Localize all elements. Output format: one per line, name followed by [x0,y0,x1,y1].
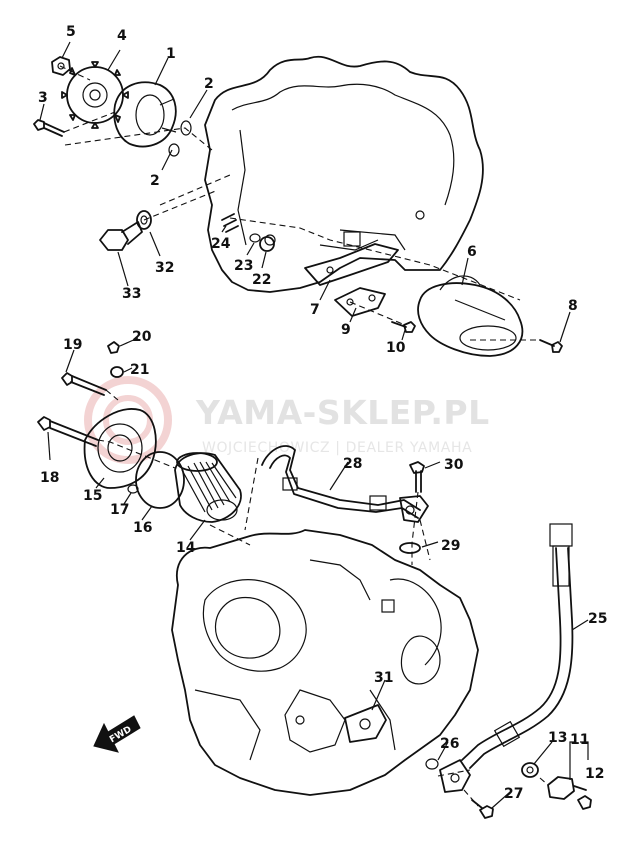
drain-plug-washer [136,210,152,230]
hose-union-nut [577,795,592,810]
part-label-2b: 2 [150,173,160,189]
watermark-title: YAMA-SKLEP.PL [195,393,490,432]
bolt-18 [37,416,99,447]
strainer-gasket [334,287,386,317]
pump-bolt [33,119,65,137]
part-label-6: 6 [467,244,477,260]
part-label-1: 1 [166,46,176,62]
oil-hose [461,523,574,769]
filter-cover [83,408,157,489]
strainer-bracket [304,243,399,286]
part-label-12: 12 [585,766,604,782]
part-label-30: 30 [444,457,464,473]
part-label-5: 5 [66,24,76,40]
washer-21 [110,366,124,378]
part-label-14: 14 [176,540,196,556]
part-label-23: 23 [234,258,253,274]
part-label-20: 20 [132,329,152,345]
upper-crankcase-cover [204,55,484,293]
oil-strainer-cover-assembly [304,243,563,357]
fwd-direction-marker: FWD [93,715,141,753]
oil-pump-body [113,81,177,148]
part-label-15: 15 [83,488,102,504]
drain-plug [99,221,143,251]
hose-o-ring [425,758,439,770]
strainer-cover [417,275,524,357]
oil-hose-assembly [425,523,592,819]
assembly-lines [59,65,549,807]
pump-nut [51,56,71,76]
filter-cover-bolts [37,341,124,447]
oil-filter-assembly [83,408,242,523]
union-o-ring [399,542,421,554]
part-label-22: 22 [252,272,271,288]
part-label-26: 26 [440,736,459,752]
part-label-7: 7 [310,302,320,318]
part-label-25: 25 [588,611,607,627]
hose-banjo-fitting [439,759,471,793]
oil-pump-drive-gear [61,61,129,129]
drain-plug-assembly [99,210,152,251]
filter-o-ring-small [127,484,139,494]
part-labels: 1 2 2 3 4 5 6 7 8 9 10 11 12 13 14 15 16… [38,24,607,802]
part-label-21: 21 [130,362,149,378]
part-label-24: 24 [211,236,231,252]
part-label-16: 16 [133,520,152,536]
part-label-28: 28 [343,456,362,472]
part-label-11: 11 [570,732,589,748]
part-label-10: 10 [386,340,406,356]
part-label-31: 31 [374,670,393,686]
strainer-cover-bolt [539,339,563,353]
strainer-gasket-bolt [391,321,416,333]
part-label-17: 17 [110,502,129,518]
bolt-19 [61,372,107,396]
small-fittings [221,213,275,252]
oil-pump-assembly [33,56,192,157]
part-label-19: 19 [63,337,82,353]
pump-o-rings [168,120,192,157]
watermark-logo [84,376,172,464]
part-label-2a: 2 [204,76,214,92]
filter-o-ring-large [135,451,185,509]
watermark: YAMA-SKLEP.PL WOJCIECHOWICZ | DEALER YAM… [84,376,490,464]
hose-bolt [471,799,494,819]
part-label-32: 32 [155,260,174,276]
bolt-20 [107,341,120,354]
hose-washer [521,762,539,778]
watermark-subtitle: WOJCIECHOWICZ | DEALER YAMAHA [202,440,472,456]
part-label-29: 29 [441,538,460,554]
part-label-4: 4 [117,28,127,44]
hose-union-bolt [547,776,587,800]
lower-crankcase [171,529,479,796]
filter-element [174,452,242,523]
leader-lines [39,41,589,809]
part-label-8: 8 [568,298,578,314]
part-label-13: 13 [548,730,567,746]
part-label-27: 27 [504,786,523,802]
part-label-3: 3 [38,90,48,106]
breather-cover [344,704,387,743]
union-bolt [409,461,425,493]
oil-delivery-pipe [261,445,429,523]
part-label-33: 33 [122,286,141,302]
part-label-18: 18 [40,470,59,486]
part-label-9: 9 [341,322,351,338]
